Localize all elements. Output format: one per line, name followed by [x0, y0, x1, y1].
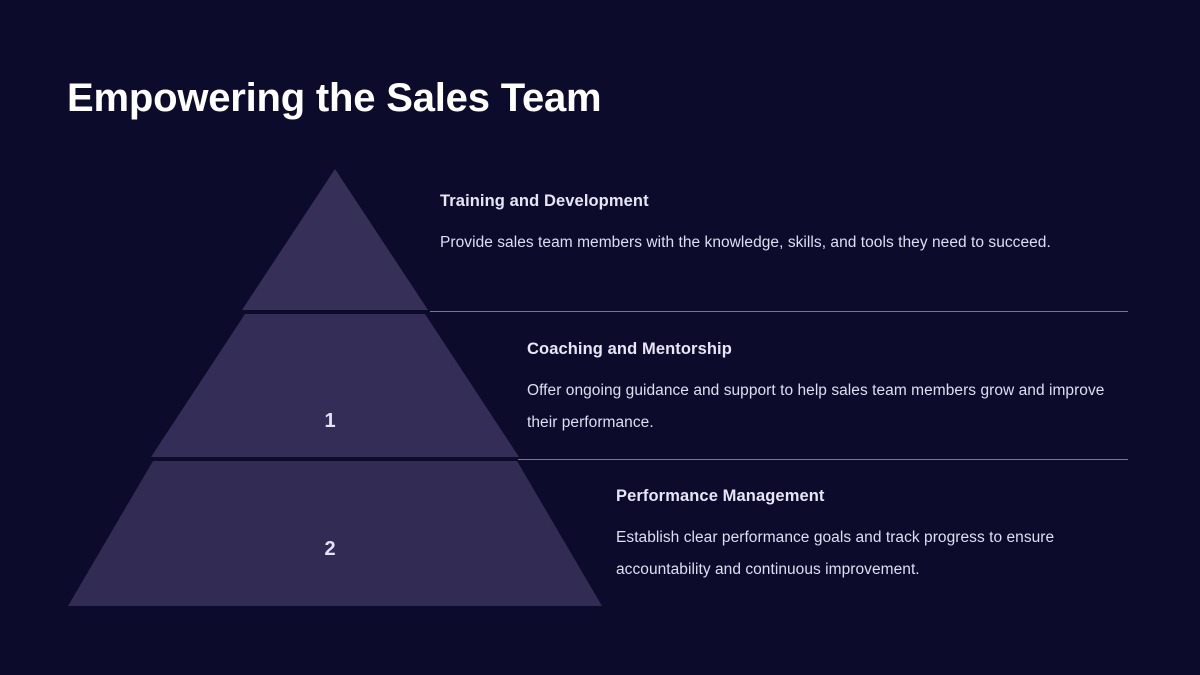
tier-3-heading: Performance Management	[616, 487, 825, 505]
page-title: Empowering the Sales Team	[67, 76, 602, 120]
pyramid-tier-1-shape[interactable]	[242, 169, 428, 310]
tier-2-heading: Coaching and Mentorship	[527, 340, 732, 358]
pyramid-tier-2-number: 2	[324, 538, 336, 560]
divider-line-1	[430, 311, 1128, 312]
tier-1-body: Provide sales team members with the know…	[440, 234, 1051, 251]
tier-3-body: Establish clear performance goals and tr…	[616, 529, 1055, 578]
tier-3-text-block: Performance Management Establish clear p…	[616, 485, 1136, 586]
tier-2-body: Offer ongoing guidance and support to he…	[527, 382, 1105, 431]
tier-2-text-block: Coaching and Mentorship Offer ongoing gu…	[527, 338, 1127, 439]
pyramid-tier-2-shape[interactable]	[151, 314, 519, 457]
pyramid-svg	[68, 169, 602, 606]
pyramid-diagram: 1 2 3	[55, 160, 615, 615]
pyramid-tier-3-shape[interactable]	[68, 461, 602, 606]
divider-line-2	[518, 459, 1128, 460]
pyramid-tier-1-number: 1	[324, 410, 336, 432]
tier-1-heading: Training and Development	[440, 192, 649, 210]
tier-1-text-block: Training and Development Provide sales t…	[440, 190, 1120, 259]
